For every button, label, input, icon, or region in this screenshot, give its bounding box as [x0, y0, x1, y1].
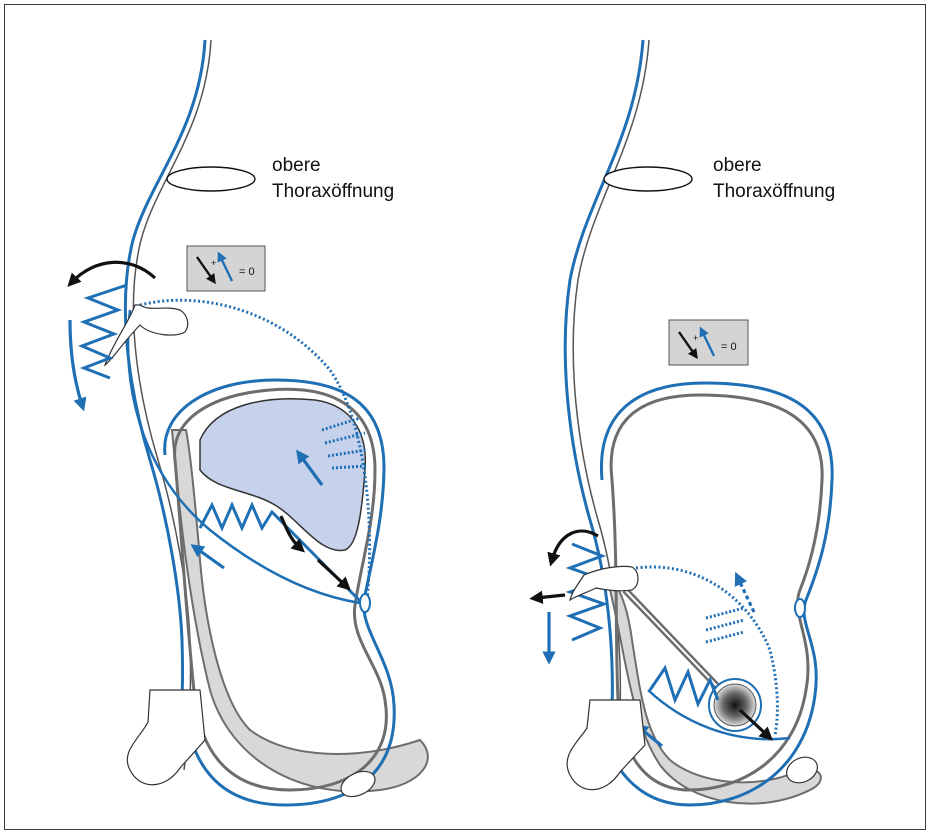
right-eq-text: = 0: [721, 341, 737, 353]
left-spring-upper: [82, 285, 127, 378]
right-panel: obere Thoraxöffnung + = 0: [536, 40, 835, 805]
left-equation-box: + = 0: [187, 246, 265, 291]
left-panel: obere Thoraxöffnung + = 0: [70, 40, 428, 805]
right-navel-ring: [795, 599, 805, 617]
right-equation-box: + = 0: [669, 320, 748, 365]
left-arrow-down-blue: [70, 320, 82, 405]
left-label-line2: Thoraxöffnung: [272, 181, 394, 202]
left-spine-outer: [125, 40, 205, 770]
left-arrow-rotate-black: [72, 262, 155, 282]
left-rib-bone: [105, 305, 188, 365]
right-arrow-dotted-blue: [738, 578, 754, 612]
right-thorax-opening-ellipse: [604, 167, 692, 191]
right-eq-plus: +: [693, 333, 698, 343]
right-diaphragm-fibers: [706, 608, 744, 642]
left-arrow-diag-black: [318, 560, 346, 586]
left-pelvis-bone: [127, 690, 205, 785]
right-pelvis-bone: [567, 700, 645, 790]
left-thorax-opening-ellipse: [167, 167, 255, 191]
left-eq-plus: +: [211, 258, 216, 268]
left-navel-ring: [360, 594, 370, 612]
right-arrow-left-black: [536, 595, 565, 598]
right-label-line1: obere: [713, 155, 762, 176]
left-eq-text: = 0: [239, 266, 255, 278]
left-label-line1: obere: [272, 155, 321, 176]
left-spine-inner: [133, 40, 211, 770]
right-label-line2: Thoraxöffnung: [713, 181, 835, 202]
left-liver-blob: [200, 399, 365, 551]
